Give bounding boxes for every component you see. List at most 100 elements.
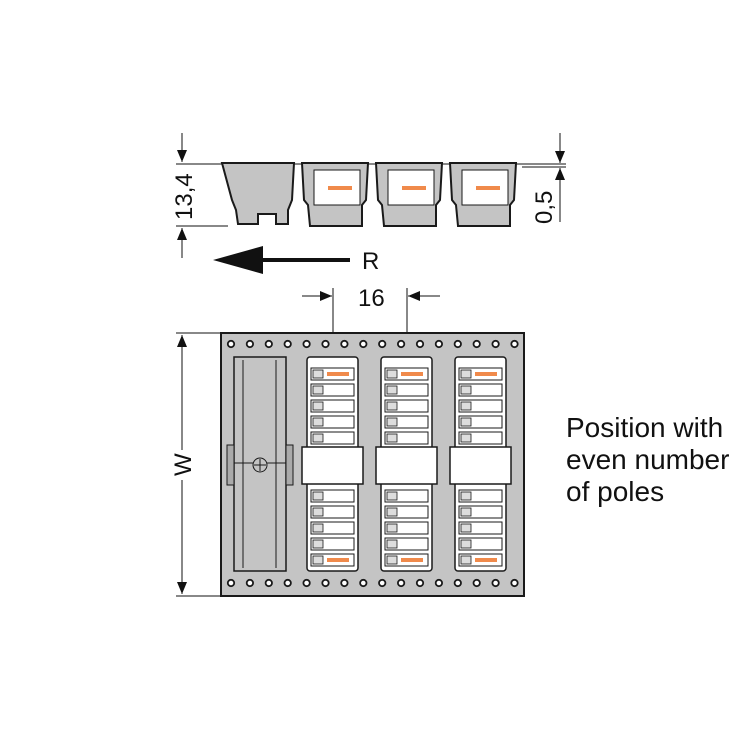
arrow-left-icon — [213, 246, 263, 274]
direction-label: R — [362, 248, 379, 275]
mounting-hole — [302, 339, 311, 349]
mounting-hole — [396, 339, 406, 349]
mounting-hole — [321, 339, 330, 349]
caption-line: of poles — [566, 476, 665, 507]
pitch-dimension-label: 16 — [358, 285, 385, 312]
side-view — [176, 162, 566, 227]
mounting-hole — [340, 339, 349, 349]
pole-lever — [386, 507, 398, 517]
pole-lever — [460, 417, 472, 427]
mounting-hole — [491, 578, 500, 588]
mounting-hole — [245, 578, 254, 588]
mounting-hole — [283, 339, 292, 349]
pole-lever — [460, 385, 472, 395]
pole-lever — [386, 401, 398, 411]
pole-lever — [312, 491, 324, 501]
mounting-hole — [359, 578, 368, 588]
mounting-hole — [245, 339, 254, 349]
mounting-hole — [415, 578, 425, 588]
connector-top — [301, 356, 364, 572]
pole-lever — [312, 523, 324, 533]
contact — [401, 558, 423, 562]
mounting-hole — [453, 339, 462, 349]
height-dimension: 13,4 — [171, 133, 198, 258]
pole-lever — [312, 369, 324, 379]
contact — [476, 186, 500, 190]
pole-lever — [386, 433, 398, 443]
mounting-hole — [491, 339, 500, 349]
offset-dimension: 0,5 — [531, 133, 565, 224]
mounting-hole — [510, 339, 519, 349]
pole-lever — [460, 555, 472, 565]
height-dimension-label: 13,4 — [171, 173, 198, 220]
mounting-hole — [359, 339, 368, 349]
mounting-hole — [321, 578, 330, 588]
marker-band — [375, 446, 438, 485]
mounting-hole — [340, 578, 349, 588]
pole-lever — [312, 401, 324, 411]
pole-lever — [386, 491, 398, 501]
contact — [475, 372, 497, 376]
offset-dimension-label: 0,5 — [531, 191, 558, 224]
mounting-hole — [472, 339, 481, 349]
mounting-hole — [226, 578, 236, 588]
top-view — [220, 332, 525, 597]
width-dimension-label: W — [170, 453, 197, 476]
mounting-hole — [378, 578, 387, 588]
mounting-hole — [302, 578, 311, 588]
connector-top — [375, 356, 438, 572]
width-dimension: W — [170, 332, 220, 597]
mounting-hole — [396, 578, 406, 588]
pole-lever — [460, 401, 472, 411]
contact — [327, 372, 349, 376]
connector-top — [449, 356, 512, 572]
pole-lever — [460, 539, 472, 549]
mounting-hole — [283, 578, 292, 588]
pole-lever — [312, 539, 324, 549]
connector-side — [300, 162, 370, 227]
pole-lever — [386, 555, 398, 565]
pole-lever — [312, 433, 324, 443]
pole-lever — [460, 523, 472, 533]
carrier-part — [226, 356, 294, 572]
mounting-hole — [472, 578, 481, 588]
pole-lever — [386, 417, 398, 427]
pitch-dimension: 16 — [302, 285, 440, 357]
contact — [401, 372, 423, 376]
mounting-hole — [226, 339, 236, 349]
pole-lever — [386, 539, 398, 549]
pole-lever — [386, 523, 398, 533]
mounting-hole — [264, 339, 273, 349]
connector-side — [374, 162, 444, 227]
contact — [402, 186, 426, 190]
caption: Position with even number of poles — [566, 412, 729, 508]
mounting-hole — [264, 578, 273, 588]
carrier-side — [220, 162, 296, 225]
contact — [327, 558, 349, 562]
marker-band — [301, 446, 364, 485]
pole-lever — [460, 491, 472, 501]
pole-lever — [312, 555, 324, 565]
direction-arrow: R — [213, 246, 379, 275]
pole-lever — [460, 507, 472, 517]
pole-lever — [312, 507, 324, 517]
pole-lever — [460, 369, 472, 379]
mounting-hole — [510, 578, 519, 588]
pole-lever — [386, 369, 398, 379]
connector-side — [448, 162, 518, 227]
mounting-hole — [378, 339, 387, 349]
caption-line: Position with — [566, 412, 724, 443]
marker-band — [449, 446, 512, 485]
caption-line: even number — [566, 444, 730, 475]
contact — [475, 558, 497, 562]
mounting-hole — [415, 339, 425, 349]
mounting-hole — [434, 578, 443, 588]
pole-lever — [312, 385, 324, 395]
pole-lever — [460, 433, 472, 443]
mounting-hole — [434, 339, 443, 349]
pole-lever — [386, 385, 398, 395]
mounting-hole — [453, 578, 462, 588]
pole-lever — [312, 417, 324, 427]
